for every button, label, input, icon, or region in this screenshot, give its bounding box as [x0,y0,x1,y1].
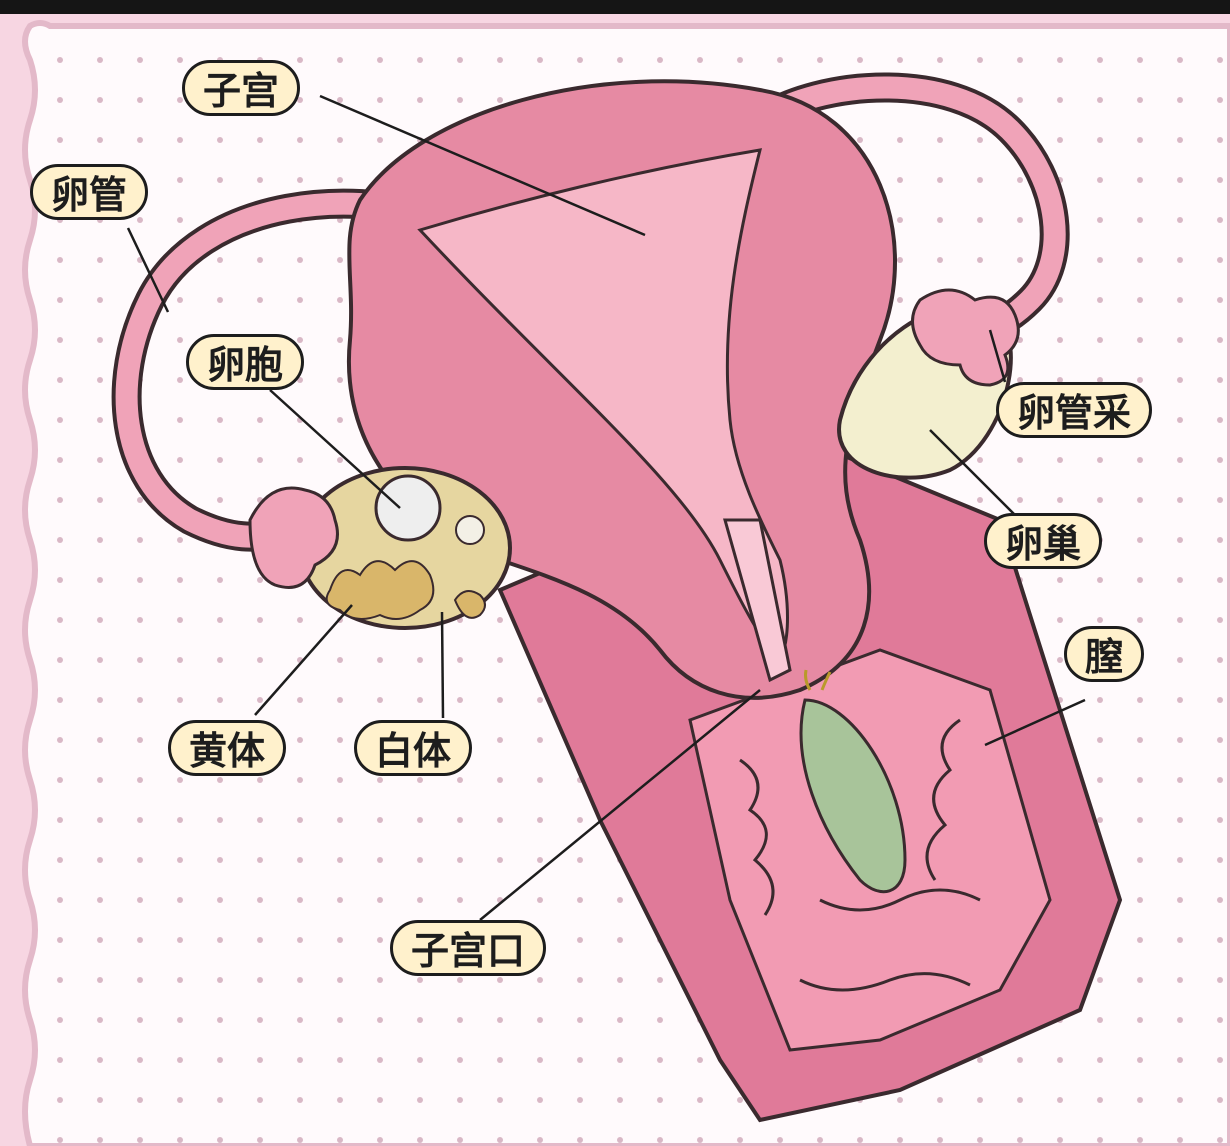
label-fallopian-tube: 卵管 [30,164,149,220]
label-uterus: 子宫 [182,60,301,116]
vagina-folds [739,718,981,992]
right-fimbriae [911,288,1020,387]
green-object [799,698,907,894]
label-cervical-os: 子宫口 [390,920,547,976]
corpus-albicans-shape [453,590,486,619]
label-fimbriae: 卵管采 [996,382,1153,438]
label-vagina: 膣 [1064,626,1145,682]
label-follicle: 卵胞 [186,334,305,390]
cervical-canal [723,518,792,683]
label-corpus-luteum: 黄体 [168,720,287,776]
uterus-cavity [417,148,789,663]
label-corpus-albicans: 白体 [354,720,473,776]
follicle [374,474,442,542]
small-follicle [455,515,485,545]
left-tube-fill [115,192,481,548]
leader-lines [126,94,1086,921]
label-ovary: 卵巢 [984,513,1103,569]
top-bar [0,0,1230,14]
corpus-luteum-shape [325,560,435,620]
left-fimbriae [248,486,339,589]
green-object-strings [804,669,832,691]
